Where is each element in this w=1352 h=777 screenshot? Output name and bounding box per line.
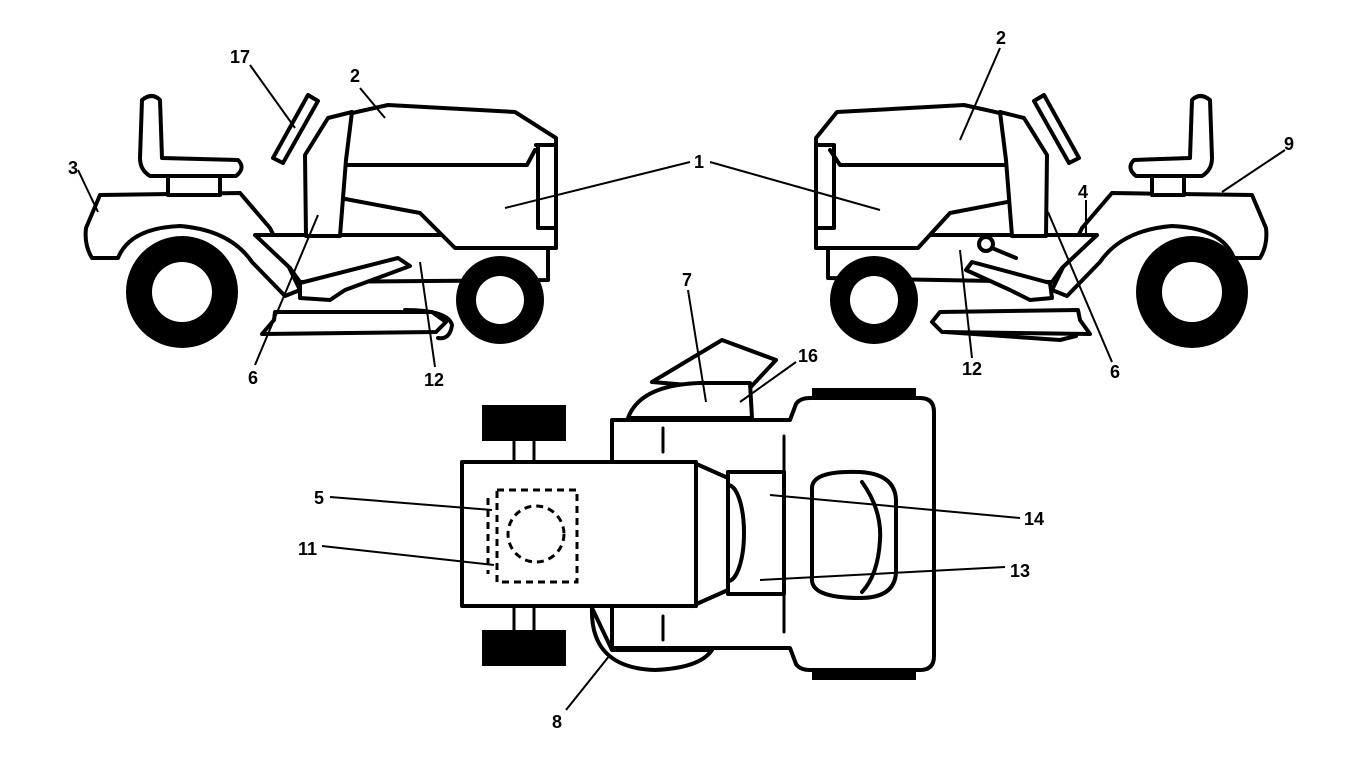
top-view-tractor — [460, 338, 936, 680]
right-side-view-tractor — [814, 93, 1269, 348]
callout-16: 16 — [798, 346, 818, 366]
callout-6-left: 6 — [248, 368, 258, 388]
callout-14: 14 — [1024, 509, 1044, 529]
callout-17: 17 — [230, 47, 250, 67]
callout-7: 7 — [682, 270, 692, 290]
leader-lines — [77, 47, 1286, 711]
callout-5: 5 — [314, 488, 324, 508]
callout-8: 8 — [552, 712, 562, 732]
callout-2-right: 2 — [996, 28, 1006, 48]
callout-9: 9 — [1284, 134, 1294, 154]
callout-1: 1 — [694, 152, 704, 172]
callout-3: 3 — [68, 158, 78, 178]
callout-4: 4 — [1078, 182, 1088, 202]
callout-12-left: 12 — [424, 370, 444, 390]
callout-12-right: 12 — [962, 359, 982, 379]
callout-13: 13 — [1010, 561, 1030, 581]
left-side-view-tractor — [83, 93, 558, 348]
callout-11: 11 — [298, 539, 317, 559]
callout-6-right: 6 — [1110, 362, 1120, 382]
callout-2-left: 2 — [350, 66, 360, 86]
callout-labels: 1 2 2 3 4 5 6 6 7 8 9 11 12 12 13 14 16 … — [68, 28, 1294, 732]
